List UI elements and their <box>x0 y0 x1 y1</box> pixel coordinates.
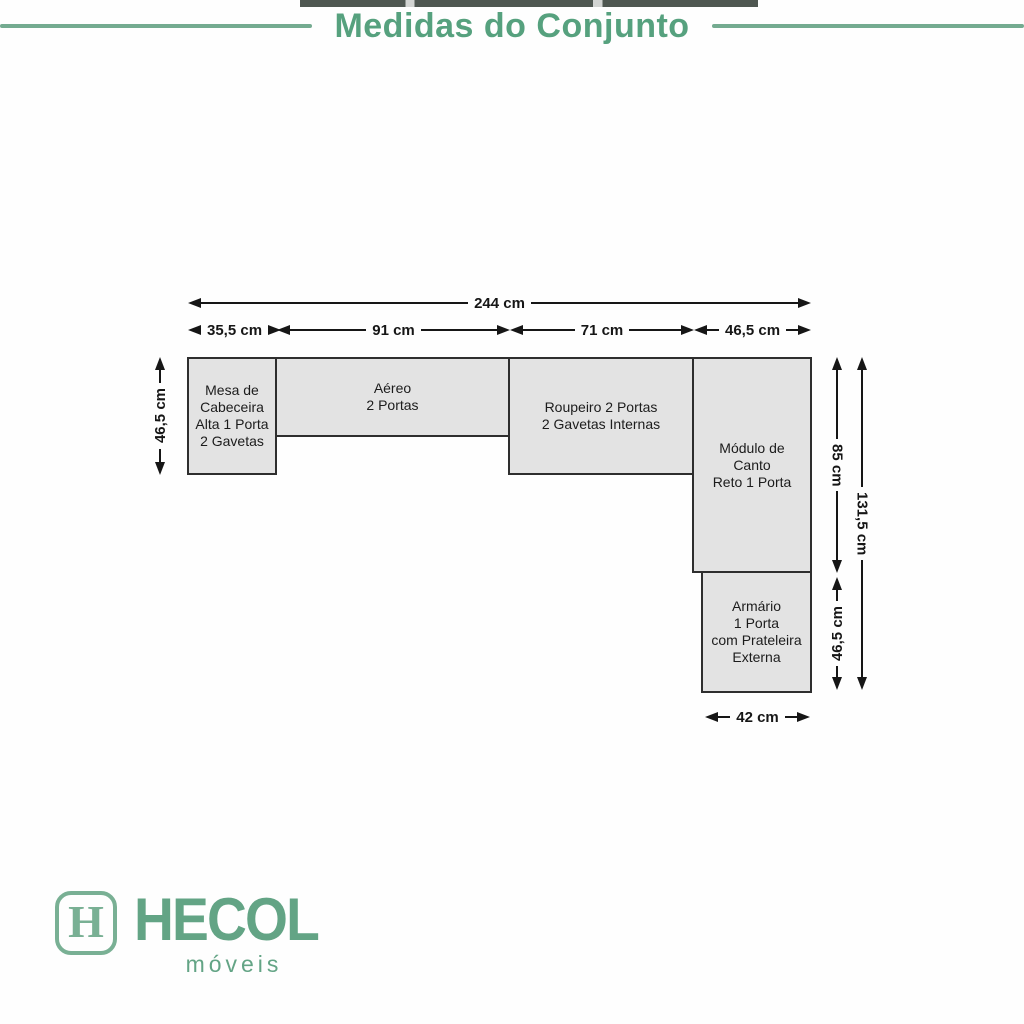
title-rule-right <box>711 24 1024 28</box>
module-aereo: Aéreo 2 Portas <box>275 357 510 437</box>
module-armario: Armário 1 Porta com Prateleira Externa <box>701 571 812 693</box>
arrow-head-left-icon <box>188 325 201 335</box>
arrow-head-right-icon <box>268 325 282 335</box>
dimension-line <box>784 716 798 718</box>
dimension-modulo-width: 46,5 cm <box>694 321 812 339</box>
dimension-label: 46,5 cm <box>151 388 169 444</box>
dimension-line <box>861 370 863 487</box>
dimension-label: 42 cm <box>736 708 779 726</box>
dimension-label: 85 cm <box>828 443 846 487</box>
arrow-head-right-icon <box>798 325 812 335</box>
dimension-line <box>861 560 863 678</box>
module-label: Módulo de Canto Reto 1 Porta <box>712 439 792 490</box>
logo-text: HECOL móveis <box>134 886 334 978</box>
dimension-line <box>836 590 838 601</box>
arrow-head-left-icon <box>705 712 718 722</box>
dimension-label: 244 cm <box>474 294 525 312</box>
dimension-roupeiro-width: 71 cm <box>510 321 695 339</box>
page-title: Medidas do Conjunto <box>334 6 690 45</box>
arrow-head-left-icon <box>188 298 201 308</box>
dimension-right-total-height: 131,5 cm <box>851 357 873 691</box>
module-canto-reto: Módulo de Canto Reto 1 Porta <box>692 357 812 573</box>
dimension-line <box>201 302 469 304</box>
title-rule-left <box>0 24 313 28</box>
dimension-line <box>786 329 799 331</box>
brand-name: HECOL <box>134 886 320 953</box>
module-roupeiro: Roupeiro 2 Portas 2 Gavetas Internas <box>508 357 694 475</box>
arrow-head-up-icon <box>832 577 842 590</box>
dimension-label: 46,5 cm <box>828 605 846 662</box>
dimension-label: 46,5 cm <box>724 321 781 339</box>
dimension-line <box>530 302 798 304</box>
logo-monogram-icon: H <box>55 891 117 955</box>
dimension-line <box>836 491 838 561</box>
dimension-line <box>159 448 161 463</box>
arrow-head-up-icon <box>832 357 842 370</box>
module-label: Armário 1 Porta com Prateleira Externa <box>711 598 802 665</box>
dimension-aereo-width: 91 cm <box>277 321 511 339</box>
dimension-label: 35,5 cm <box>207 321 263 339</box>
brand-logo: H HECOL móveis <box>55 886 334 978</box>
dimension-label: 71 cm <box>580 321 624 339</box>
module-label: Roupeiro 2 Portas 2 Gavetas Internas <box>541 399 661 432</box>
arrow-head-up-icon <box>155 357 165 370</box>
module-label: Aéreo 2 Portas <box>366 380 419 413</box>
dimension-line <box>718 716 731 718</box>
dimension-armario-height: 46,5 cm <box>826 577 848 691</box>
module-label: Mesa de Cabeceira Alta 1 Porta 2 Gavetas <box>195 382 269 449</box>
cropped-content-remnant <box>300 0 758 7</box>
header: Medidas do Conjunto <box>0 6 1024 46</box>
arrow-head-down-icon <box>857 677 867 691</box>
dimension-line <box>836 666 838 678</box>
arrow-head-right-icon <box>798 298 811 308</box>
dimension-line <box>836 370 838 439</box>
arrow-head-right-icon <box>797 712 811 722</box>
dimension-total-width: 244 cm <box>188 294 811 312</box>
dimension-line <box>629 329 682 331</box>
arrow-head-down-icon <box>832 677 842 691</box>
arrow-head-right-icon <box>497 325 511 335</box>
dimension-line <box>523 329 575 331</box>
arrow-head-down-icon <box>832 560 842 574</box>
dimension-modulo-height: 85 cm <box>826 357 848 574</box>
module-mesa-cabeceira: Mesa de Cabeceira Alta 1 Porta 2 Gavetas <box>187 357 277 475</box>
arrow-head-left-icon <box>277 325 290 335</box>
dimension-line <box>159 370 161 384</box>
dimension-armario-width: 42 cm <box>705 708 811 726</box>
dimension-mesa-height: 46,5 cm <box>149 357 171 476</box>
arrow-head-left-icon <box>694 325 707 335</box>
dimension-label: 131,5 cm <box>853 491 871 556</box>
arrow-head-right-icon <box>681 325 695 335</box>
dimension-line <box>420 329 498 331</box>
dimension-line <box>290 329 367 331</box>
logo-monogram-letter: H <box>68 895 104 947</box>
dimension-line <box>707 329 719 331</box>
dimension-label: 91 cm <box>372 321 415 339</box>
arrow-head-down-icon <box>155 462 165 476</box>
arrow-head-up-icon <box>857 357 867 370</box>
brand-tagline: móveis <box>185 951 283 977</box>
dimension-mesa-width: 35,5 cm <box>188 321 282 339</box>
arrow-head-left-icon <box>510 325 523 335</box>
